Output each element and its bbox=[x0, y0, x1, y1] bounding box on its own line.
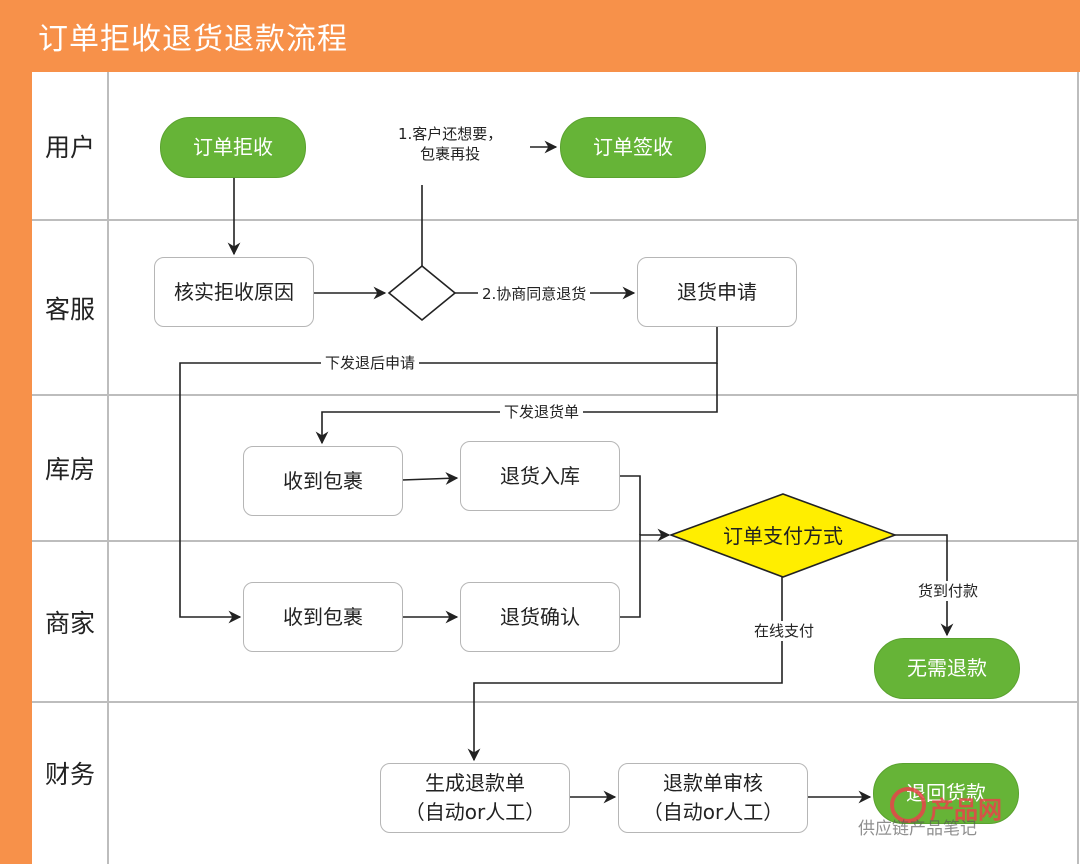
node-return-inbound: 退货入库 bbox=[460, 441, 620, 511]
lane-label-merchant: 商家 bbox=[44, 608, 95, 638]
node-return-confirm: 退货确认 bbox=[460, 582, 620, 652]
edge-label-issue-after-sale: 下发退后申请 bbox=[321, 353, 420, 374]
node-payment-method-label: 订单支付方式 bbox=[723, 523, 843, 548]
lane-label-user: 用户 bbox=[44, 133, 95, 162]
node-refund-review: 退款单审核 （自动or人工） bbox=[618, 763, 808, 833]
decision-diamond bbox=[387, 264, 457, 322]
lane-label-service: 客服 bbox=[44, 294, 95, 324]
watermark-brand: 产品网 bbox=[930, 796, 1002, 824]
node-wh-receive-package: 收到包裹 bbox=[243, 446, 403, 516]
edge-label-resend: 1.客户还想要， 包裹再投 bbox=[394, 124, 507, 165]
edge-label-issue-return-order: 下发退货单 bbox=[500, 402, 584, 423]
edge-label-cod: 货到付款 bbox=[914, 581, 983, 602]
edge-label-online: 在线支付 bbox=[750, 621, 819, 642]
edge-confirm-to-decision bbox=[618, 528, 671, 618]
edge-decision-to-signed bbox=[421, 140, 558, 266]
edge-label-agree-return: 2.协商同意退货 bbox=[478, 284, 591, 305]
lane-header-strip bbox=[0, 72, 32, 864]
node-verify-reason: 核实拒收原因 bbox=[154, 257, 314, 327]
lane-label-warehouse: 库房 bbox=[44, 455, 95, 484]
watermark-text: 供应链产品笔记 bbox=[858, 819, 977, 839]
node-generate-refund: 生成退款单 （自动or人工） bbox=[380, 763, 570, 833]
page-title: 订单拒收退货退款流程 bbox=[38, 22, 348, 57]
watermark-logo-icon bbox=[890, 787, 926, 823]
edge-wh-receive-to-inbound bbox=[401, 472, 459, 485]
edge-issue-after-sale bbox=[179, 327, 718, 624]
node-order-signed: 订单签收 bbox=[560, 117, 706, 178]
lane-label-finance: 财务 bbox=[44, 760, 95, 789]
title-bar: 订单拒收退货退款流程 bbox=[0, 0, 1080, 72]
edge-inbound-to-decision bbox=[618, 475, 641, 535]
node-return-apply: 退货申请 bbox=[637, 257, 797, 327]
edge-cod-to-no-refund bbox=[895, 534, 954, 637]
payment-method-diamond bbox=[668, 493, 898, 578]
node-no-refund: 无需退款 bbox=[874, 638, 1020, 699]
node-order-reject: 订单拒收 bbox=[160, 117, 306, 178]
node-mer-receive-package: 收到包裹 bbox=[243, 582, 403, 652]
